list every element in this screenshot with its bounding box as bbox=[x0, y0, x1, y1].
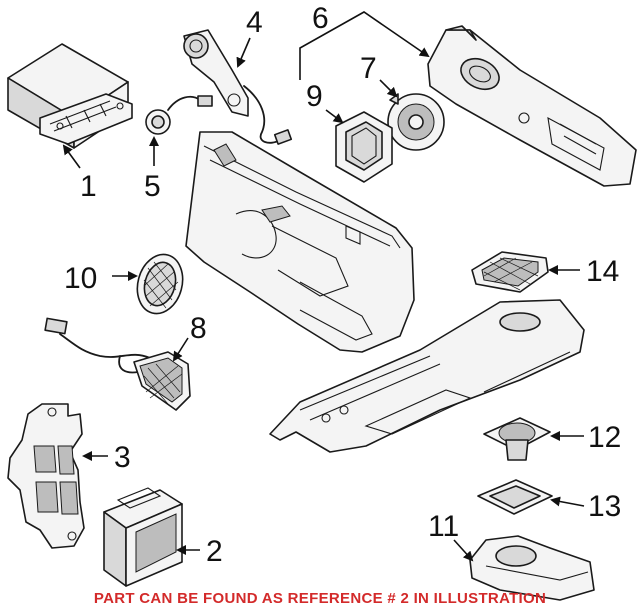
rear-parcel-shelf bbox=[269, 299, 585, 453]
callout-13: 13 bbox=[588, 490, 621, 523]
callout-labels: 1 2 3 4 5 6 7 8 9 10 11 12 13 14 bbox=[64, 2, 621, 568]
speaker-grille bbox=[136, 253, 184, 315]
leader-13 bbox=[550, 496, 585, 507]
rear-speaker-grille bbox=[471, 251, 549, 293]
rear-subwoofer-speaker bbox=[483, 417, 551, 461]
callout-12: 12 bbox=[588, 421, 621, 454]
door-speaker bbox=[387, 93, 445, 151]
amplifier-module bbox=[103, 487, 183, 587]
radio-head-unit bbox=[7, 43, 133, 149]
tweeter-speaker bbox=[145, 95, 213, 135]
door-tweeter-bracket bbox=[183, 29, 293, 145]
speaker-adapter-ring bbox=[335, 111, 393, 183]
callout-2: 2 bbox=[206, 535, 223, 568]
leader-1 bbox=[62, 144, 81, 169]
callout-1: 1 bbox=[80, 170, 97, 203]
amplifier-mounting-bracket bbox=[7, 403, 85, 549]
leader-8 bbox=[172, 337, 189, 362]
leader-6-bracket bbox=[299, 11, 430, 80]
door-speaker-harness bbox=[44, 317, 191, 411]
leader-lines bbox=[62, 11, 585, 562]
callout-6: 6 bbox=[312, 2, 329, 35]
callout-3: 3 bbox=[114, 441, 131, 474]
callout-4: 4 bbox=[246, 6, 263, 39]
callout-14: 14 bbox=[586, 255, 619, 288]
reference-note: PART CAN BE FOUND AS REFERENCE # 2 IN IL… bbox=[93, 590, 547, 607]
subwoofer-enclosure bbox=[469, 535, 595, 601]
leader-7 bbox=[379, 79, 398, 98]
leader-9 bbox=[325, 109, 344, 124]
leader-11 bbox=[453, 539, 474, 562]
callout-7: 7 bbox=[360, 52, 377, 85]
callout-5: 5 bbox=[144, 170, 161, 203]
callout-9: 9 bbox=[306, 80, 323, 113]
leader-4 bbox=[236, 37, 251, 68]
callout-8: 8 bbox=[190, 312, 207, 345]
callout-11: 11 bbox=[428, 510, 459, 543]
callout-10: 10 bbox=[64, 262, 97, 295]
door-trim-panel bbox=[185, 131, 415, 353]
rear-speaker-housing bbox=[427, 25, 637, 187]
speaker-adapter-frame bbox=[477, 479, 553, 515]
